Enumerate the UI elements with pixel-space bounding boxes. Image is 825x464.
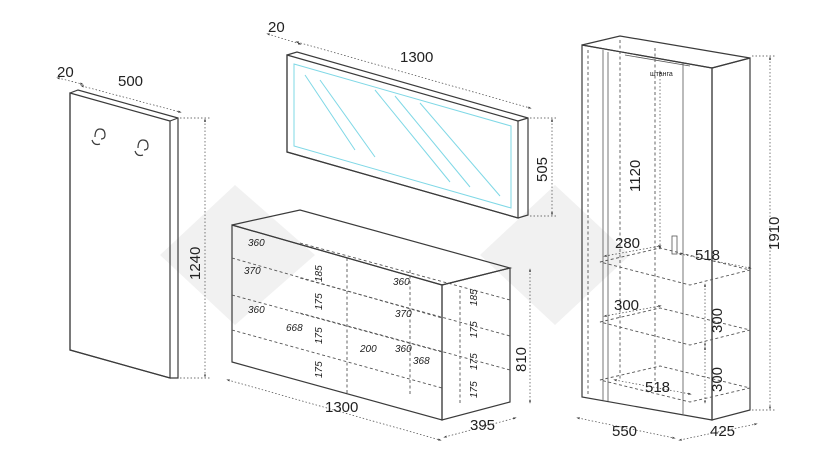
dresser-right-shelf-2: 175: [469, 321, 480, 338]
dresser-left-shelf-1: 185: [314, 265, 325, 282]
dresser-right-shelf-4: 175: [469, 381, 480, 398]
wardrobe-shelf-width-left: 280: [615, 235, 640, 252]
dresser-inner-width-2: 370: [244, 266, 261, 277]
panel-width-label: 500: [118, 73, 143, 90]
dresser-right-width-4: 360: [395, 344, 412, 355]
dresser-right-width-5: 368: [413, 356, 430, 367]
hook-icon: [134, 139, 149, 157]
dresser: 360 370 360 668 360 370 200 360 368 185 …: [226, 209, 532, 441]
wardrobe-depth-label: 425: [710, 423, 735, 440]
mirror-width-label: 1300: [400, 49, 433, 66]
wardrobe-shelf-spacing-1: 300: [709, 308, 726, 333]
dresser-right-width-2: 370: [395, 309, 412, 320]
panel-depth-label: 20: [57, 64, 74, 81]
wardrobe-shelf-spacing-2: 300: [709, 367, 726, 392]
dresser-left-shelf-4: 175: [314, 361, 325, 378]
dresser-left-shelf-2: 175: [314, 293, 325, 310]
hall-panel: 20 500 1240: [56, 64, 210, 379]
wardrobe-width-label: 550: [612, 423, 637, 440]
mirror-height-label: 505: [534, 157, 551, 182]
dresser-right-shelf-3: 175: [469, 353, 480, 370]
mirror: 20 1300 505: [266, 19, 558, 219]
mirror-depth-label: 20: [268, 19, 285, 36]
wardrobe-upper-height: 1120: [627, 160, 644, 192]
watermark: [160, 185, 630, 325]
dresser-depth-label: 395: [470, 417, 495, 434]
dresser-inner-width-1: 360: [248, 238, 265, 249]
wardrobe-height-label: 1910: [766, 217, 783, 250]
dresser-width-label: 1300: [325, 399, 358, 416]
panel-height-label: 1240: [187, 247, 204, 280]
dresser-right-shelf-1: 185: [469, 289, 480, 306]
dresser-right-width-3: 200: [359, 344, 377, 355]
dresser-right-width-1: 360: [393, 277, 410, 288]
wardrobe-shelf-width-right: 518: [695, 247, 720, 264]
hook-icon: [91, 128, 106, 146]
wardrobe-shelf-width-bottom: 518: [645, 379, 670, 396]
wardrobe-shelf-width-mid: 300: [614, 297, 639, 314]
wardrobe: штанга 1120 280 518 300 300 300 518 550 …: [576, 35, 783, 441]
dresser-inner-width-3: 360: [248, 305, 265, 316]
dresser-inner-width-4: 668: [286, 323, 303, 334]
dresser-left-shelf-3: 175: [314, 327, 325, 344]
wardrobe-rail-label: штанга: [650, 71, 673, 78]
dresser-height-label: 810: [513, 347, 530, 372]
